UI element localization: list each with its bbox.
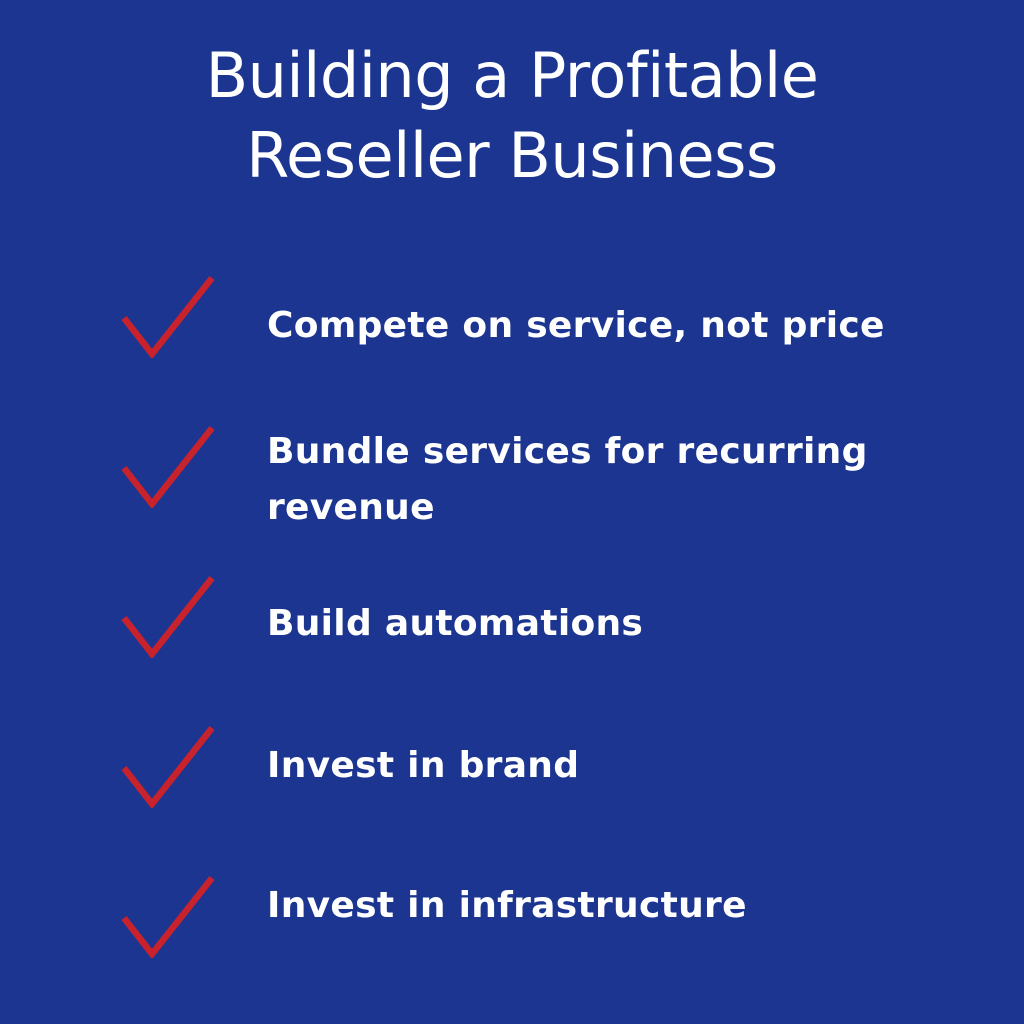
list-item-label: Invest in infrastructure xyxy=(267,885,747,926)
list-item-label: Build automations xyxy=(267,603,644,644)
title-line-1: Building a Profitable xyxy=(205,39,819,112)
checkmark-icon xyxy=(121,875,215,958)
page-title: Building a Profitable Reseller Business xyxy=(0,36,1024,196)
checkmark-icon xyxy=(121,425,215,508)
list-item-label: Compete on service, not price xyxy=(267,305,885,346)
checkmark-icon xyxy=(121,575,215,658)
list-item-label: Invest in brand xyxy=(267,745,580,786)
checkmark-icon xyxy=(121,275,215,358)
title-line-2: Reseller Business xyxy=(246,119,778,192)
list-item-label: Bundle services for recurring revenue xyxy=(267,431,868,528)
checkmark-icon xyxy=(121,725,215,808)
